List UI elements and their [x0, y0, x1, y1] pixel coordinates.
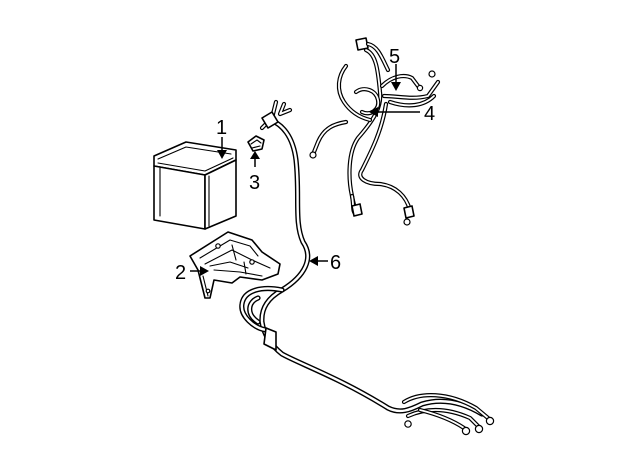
callout-2-number: 2 [175, 262, 186, 284]
callout-3-arrow [250, 151, 260, 159]
callout-2-arrow [200, 266, 209, 276]
positive-cable [239, 99, 495, 436]
callout-1-number: 1 [216, 117, 227, 139]
callout-4-arrow [369, 107, 378, 117]
battery-cable-harness [309, 37, 441, 226]
callout-4-number: 4 [424, 103, 435, 125]
callout-1-arrow [217, 150, 227, 159]
callout-5-number: 5 [389, 46, 400, 68]
callout-3-number: 3 [249, 172, 260, 194]
callout-5-arrow [391, 82, 401, 91]
callout-6-number: 6 [330, 252, 341, 274]
terminal-cap [247, 135, 265, 152]
battery [153, 141, 237, 230]
callout-6-arrow [309, 256, 318, 266]
battery-tray [189, 231, 281, 299]
